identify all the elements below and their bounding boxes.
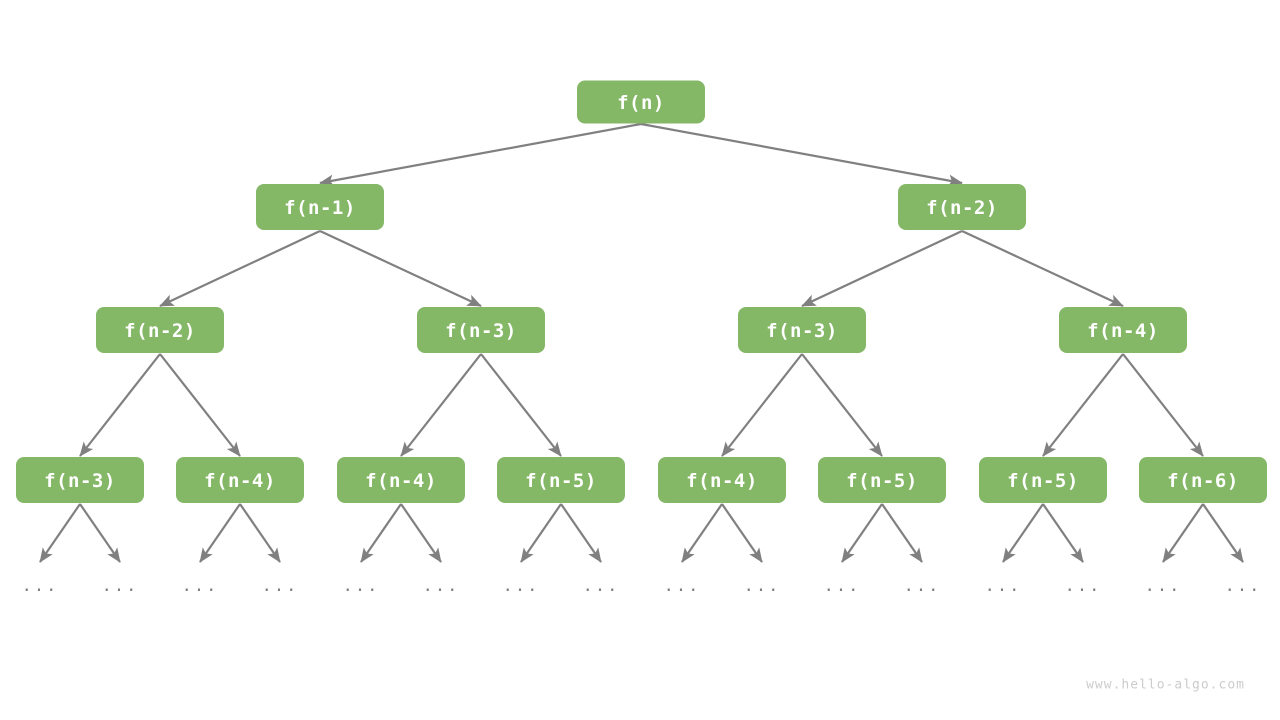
tree-leaf-edge: [199, 503, 241, 563]
tree-node-box: [577, 80, 705, 124]
tree-node[interactable]: f(n): [577, 80, 705, 124]
tree-node-box: [497, 457, 625, 503]
tree-ellipsis: ...: [1225, 576, 1262, 596]
tree-ellipsis: ...: [1065, 576, 1102, 596]
tree-edge: [400, 353, 482, 457]
tree-edge: [319, 230, 482, 307]
tree-leaf-edge: [560, 503, 602, 563]
tree-node-label: f(n-4): [365, 470, 437, 492]
tree-edge: [319, 122, 642, 187]
tree-leaf-edge: [360, 503, 402, 563]
tree-node-label: f(n-3): [44, 470, 116, 492]
tree-leaf-edge: [239, 503, 281, 563]
tree-ellipsis: ...: [423, 576, 460, 596]
tree-node[interactable]: f(n-3): [417, 307, 545, 353]
tree-ellipsis: ...: [1145, 576, 1182, 596]
tree-edge: [640, 122, 963, 187]
tree-ellipsis: ...: [824, 576, 861, 596]
tree-edge: [801, 353, 883, 457]
tree-node-box: [417, 307, 545, 353]
tree-node-box: [96, 307, 224, 353]
watermark-label: www.hello-algo.com: [1086, 678, 1245, 693]
tree-node-label: f(n-6): [1167, 470, 1239, 492]
tree-edges: [79, 122, 1204, 457]
tree-node-label: f(n-4): [686, 470, 758, 492]
tree-node-label: f(n): [617, 92, 665, 114]
tree-node-label: f(n-2): [926, 197, 998, 219]
tree-ellipsis: ...: [22, 576, 59, 596]
tree-node-label: f(n-3): [766, 320, 838, 342]
tree-node[interactable]: f(n-3): [738, 307, 866, 353]
tree-ellipsis: ...: [985, 576, 1022, 596]
tree-node-label: f(n-1): [284, 197, 356, 219]
tree-ellipsis: ...: [343, 576, 380, 596]
tree-edge: [159, 230, 321, 307]
tree-ellipsis: ...: [503, 576, 540, 596]
tree-node[interactable]: f(n-2): [96, 307, 224, 353]
tree-node-label: f(n-2): [124, 320, 196, 342]
tree-node-box: [256, 184, 384, 230]
tree-ellipses: ........................................…: [22, 576, 1262, 596]
tree-ellipsis: ...: [904, 576, 941, 596]
tree-leaf-edge: [1042, 503, 1084, 563]
tree-node-label: f(n-3): [445, 320, 517, 342]
tree-node-box: [818, 457, 946, 503]
tree-node[interactable]: f(n-5): [979, 457, 1107, 503]
tree-ellipsis: ...: [102, 576, 139, 596]
tree-edge: [961, 230, 1124, 307]
tree-node-box: [979, 457, 1107, 503]
tree-node-box: [898, 184, 1026, 230]
tree-leaf-edge: [400, 503, 442, 563]
tree-ellipsis: ...: [744, 576, 781, 596]
tree-node[interactable]: f(n-5): [818, 457, 946, 503]
tree-edge: [480, 353, 562, 457]
tree-leaf-edge: [39, 503, 81, 563]
tree-node[interactable]: f(n-1): [256, 184, 384, 230]
tree-node-label: f(n-5): [1007, 470, 1079, 492]
tree-edge: [159, 353, 241, 457]
tree-leaf-edge: [681, 503, 723, 563]
tree-edge: [1122, 353, 1204, 457]
tree-leaf-edge: [1002, 503, 1044, 563]
tree-node[interactable]: f(n-4): [337, 457, 465, 503]
tree-ellipsis: ...: [583, 576, 620, 596]
tree-node-box: [738, 307, 866, 353]
tree-leaf-edge: [1162, 503, 1204, 563]
tree-node[interactable]: f(n-2): [898, 184, 1026, 230]
tree-leaf-edge: [79, 503, 121, 563]
tree-node[interactable]: f(n-6): [1139, 457, 1267, 503]
tree-edge: [721, 353, 803, 457]
tree-node-label: f(n-4): [204, 470, 276, 492]
tree-node-box: [337, 457, 465, 503]
tree-leaf-edge: [841, 503, 883, 563]
tree-node-box: [658, 457, 786, 503]
tree-node[interactable]: f(n-4): [1059, 307, 1187, 353]
tree-leaf-edge: [1202, 503, 1244, 563]
tree-nodes: f(n) f(n-1) f(n-2) f(n-2) f(n-3) f(n-3) f(n-4)…: [16, 80, 1267, 503]
tree-node-box: [1059, 307, 1187, 353]
tree-node-box: [1139, 457, 1267, 503]
tree-node-label: f(n-5): [525, 470, 597, 492]
tree-node[interactable]: f(n-4): [176, 457, 304, 503]
tree-edge: [801, 230, 963, 307]
tree-leaf-edge: [520, 503, 562, 563]
tree-edge: [79, 353, 161, 457]
tree-node-label: f(n-5): [846, 470, 918, 492]
tree-leaf-edge: [881, 503, 923, 563]
tree-leaf-edges: [39, 503, 1244, 563]
tree-node[interactable]: f(n-4): [658, 457, 786, 503]
tree-node-box: [16, 457, 144, 503]
tree-edge: [1042, 353, 1124, 457]
tree-ellipsis: ...: [664, 576, 701, 596]
tree-leaf-edge: [721, 503, 763, 563]
tree-node-box: [176, 457, 304, 503]
tree-node[interactable]: f(n-5): [497, 457, 625, 503]
tree-ellipsis: ...: [262, 576, 299, 596]
tree-node[interactable]: f(n-3): [16, 457, 144, 503]
tree-node-label: f(n-4): [1087, 320, 1159, 342]
tree-ellipsis: ...: [182, 576, 219, 596]
